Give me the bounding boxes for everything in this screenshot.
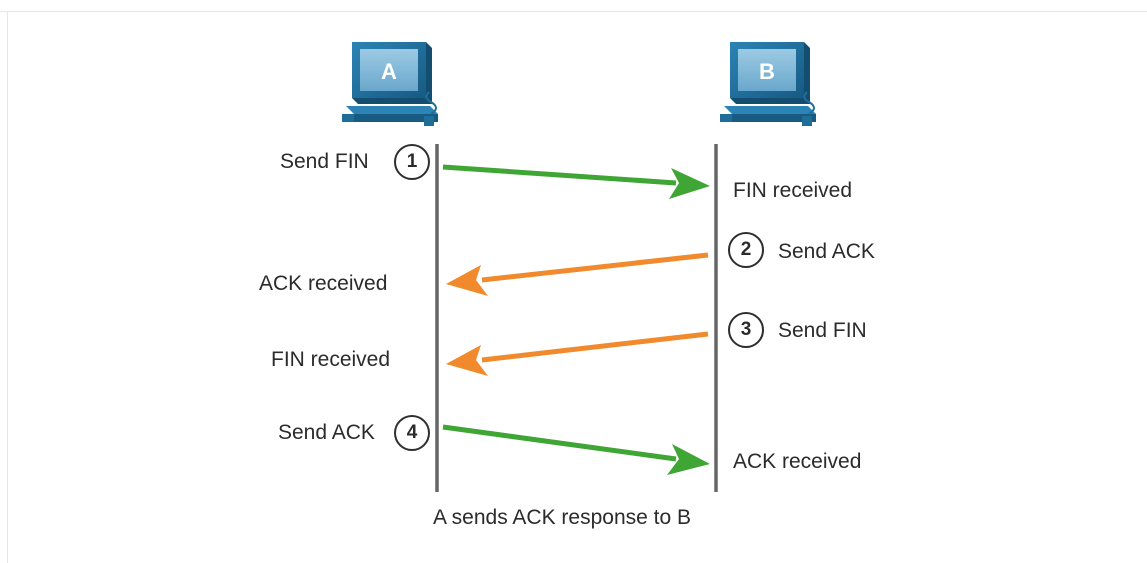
step-1-number-badge: 1 [394, 144, 430, 180]
step-4-b-label: ACK received [733, 450, 862, 473]
host-b-label: B [759, 59, 775, 84]
arrow-step-1 [442, 164, 710, 199]
computer-a-icon: A [342, 42, 438, 126]
step-3-a-label: FIN received [271, 348, 391, 371]
step-2-a-label: ACK received [259, 272, 388, 295]
step-1-b-label: FIN received [733, 179, 853, 202]
step-3-b-label: Send FIN [778, 319, 867, 342]
step-2-number-badge: 2 [728, 232, 764, 268]
computer-b-icon: B [720, 42, 816, 126]
left-border [7, 11, 8, 563]
step-4-number-badge: 4 [394, 415, 430, 451]
top-border [0, 11, 1147, 12]
arrow-step-3 [446, 331, 709, 376]
arrow-step-2 [446, 252, 709, 296]
step-2-b-label: Send ACK [778, 240, 875, 263]
diagram-caption: A sends ACK response to B [433, 506, 691, 529]
arrow-step-4 [442, 424, 710, 475]
host-a-label: A [381, 59, 397, 84]
step-1-a-label: Send FIN [280, 150, 369, 173]
step-4-a-label: Send ACK [278, 421, 375, 444]
step-3-number-badge: 3 [728, 312, 764, 348]
